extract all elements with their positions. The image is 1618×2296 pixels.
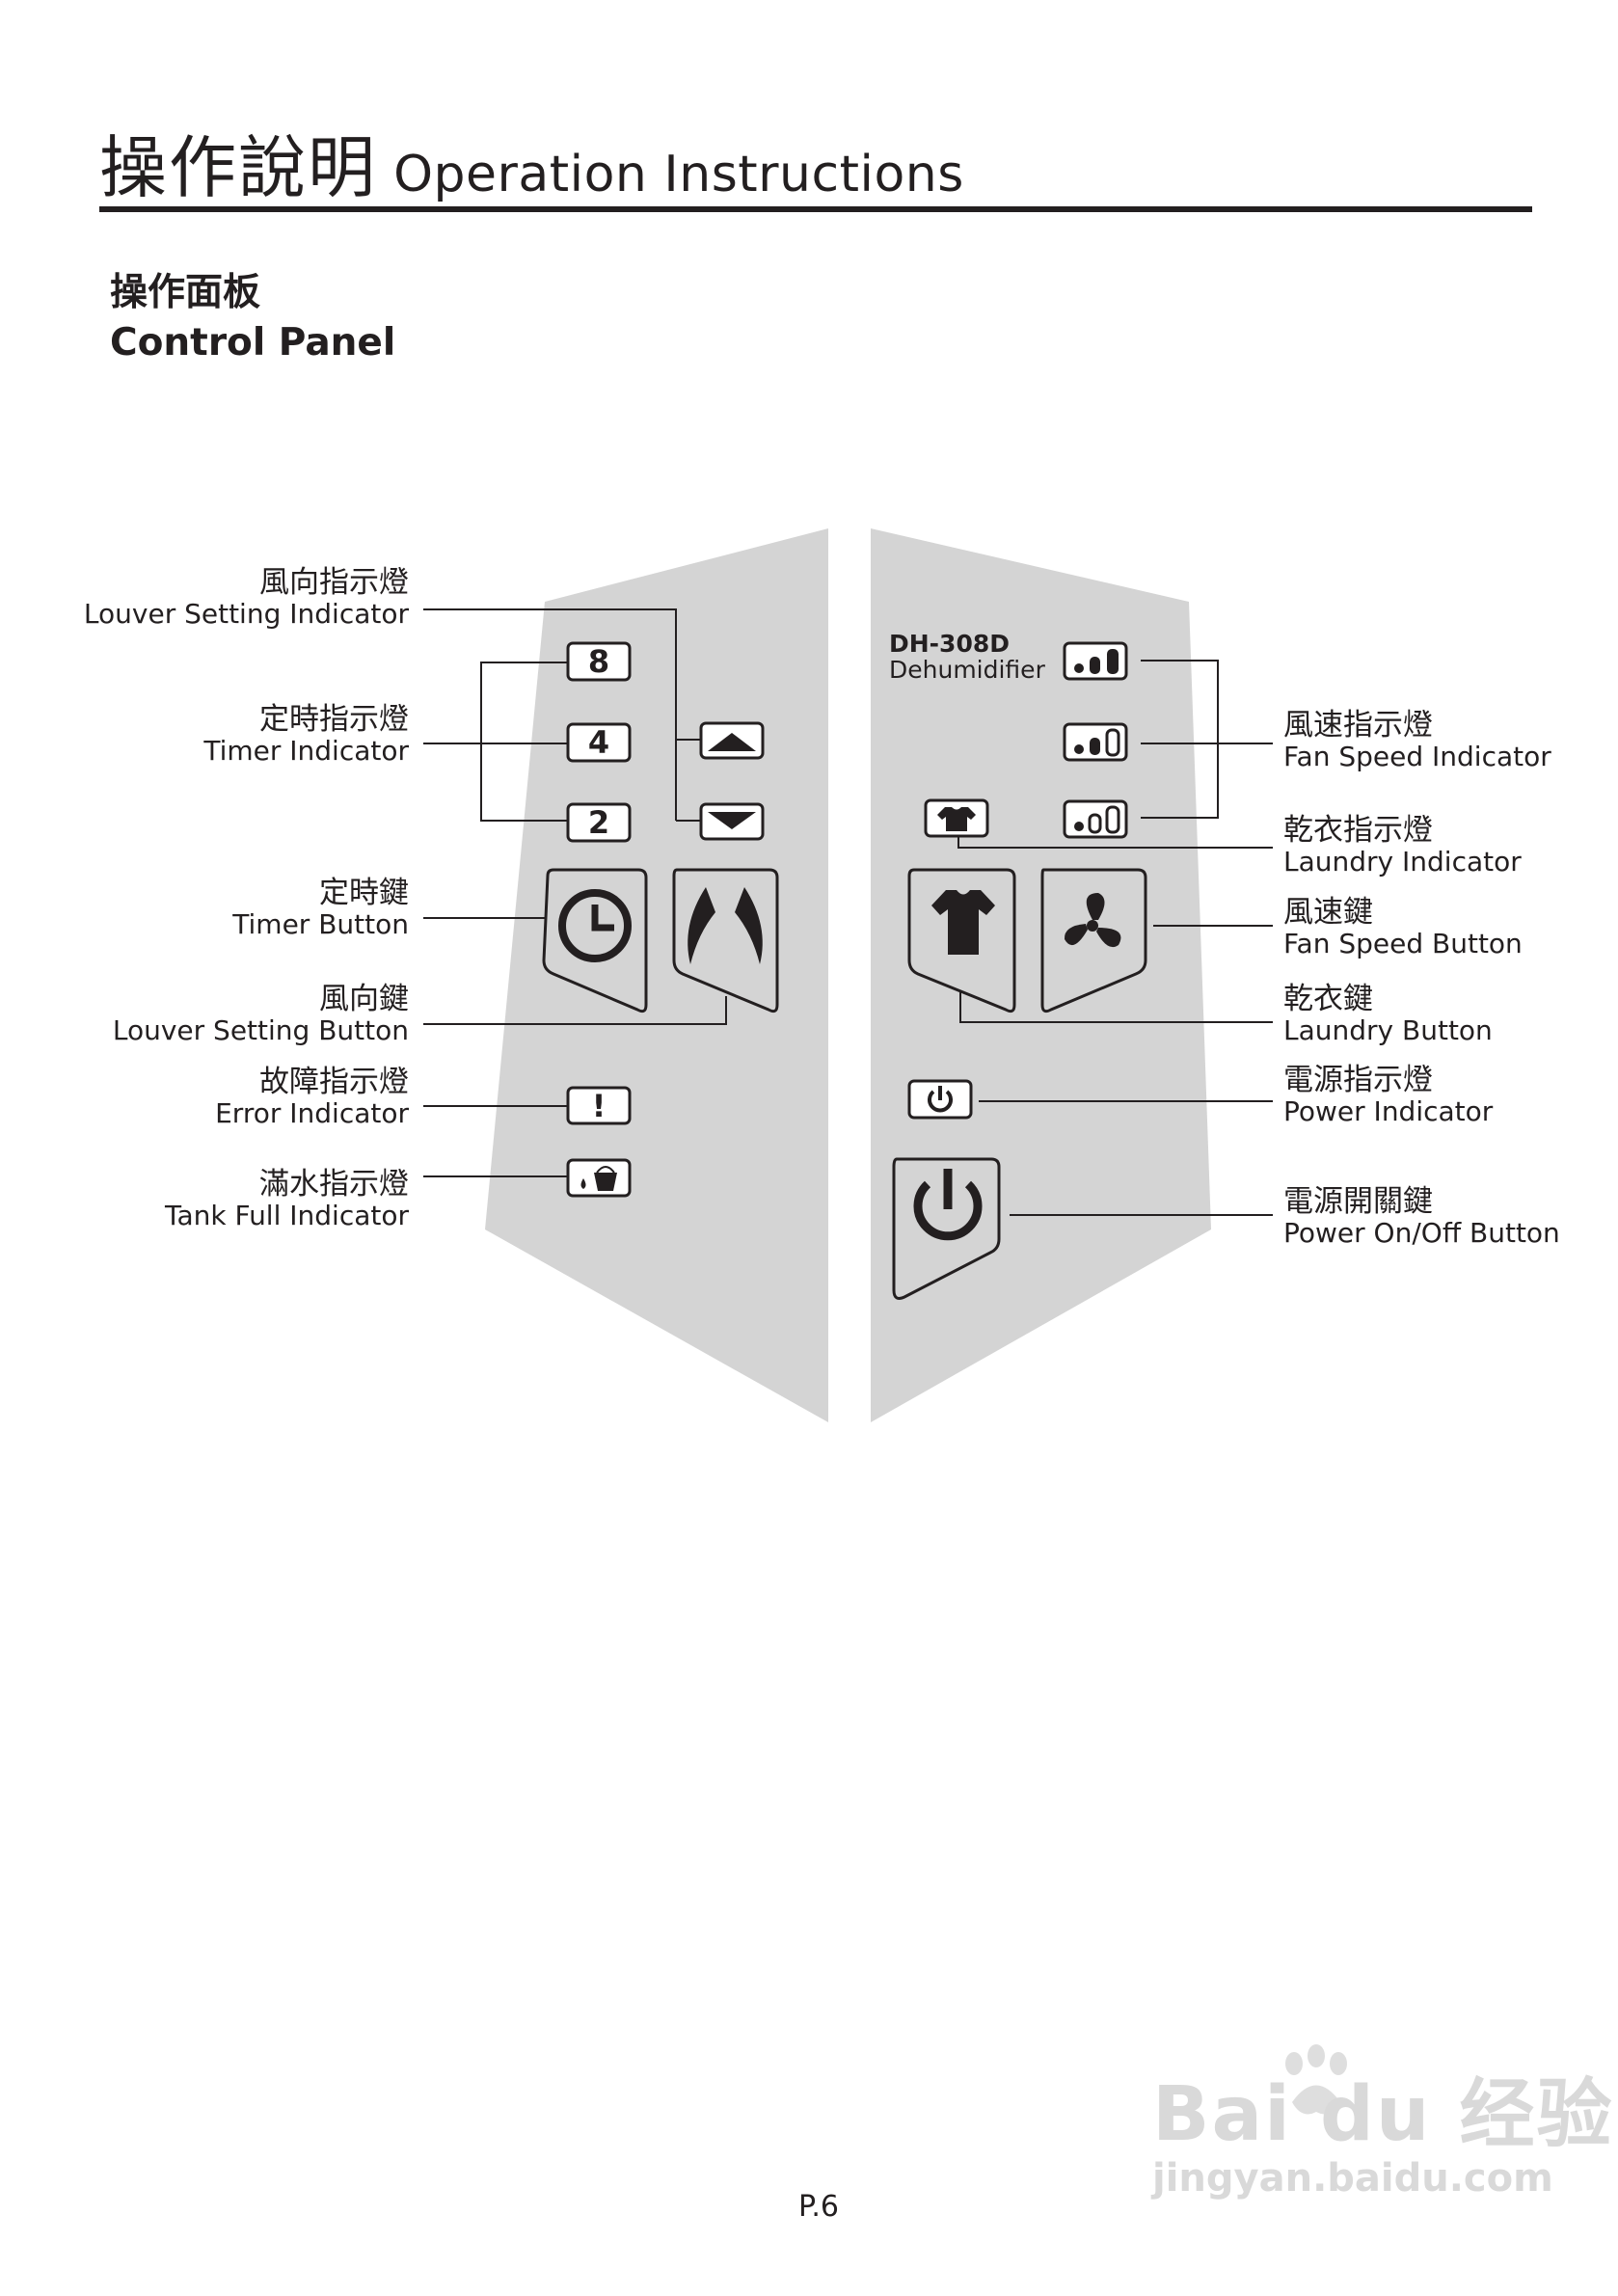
error-icon: ! xyxy=(566,1086,632,1125)
page-title-en: Operation Instructions xyxy=(393,146,964,203)
timer-8-label: 8 xyxy=(588,643,609,680)
callout-timer-button-zh: 定時鍵 xyxy=(319,876,409,910)
callout-power-button: 電源開關鍵 Power On/Off Button xyxy=(1283,1186,1560,1249)
clock-icon xyxy=(558,889,632,962)
fan-speed-button xyxy=(1040,868,1147,1013)
timer-4-icon: 4 xyxy=(566,722,632,763)
page-title-zh: 操作說明 xyxy=(99,128,377,207)
leader-louver-indicator xyxy=(423,608,701,741)
callout-fan-speed-button-zh: 風速鍵 xyxy=(1283,895,1373,930)
timer-8-icon: 8 xyxy=(566,641,632,682)
leader-laundry-button xyxy=(959,992,1273,1023)
timer-2-label: 2 xyxy=(588,804,609,841)
laundry-indicator-icon xyxy=(924,798,989,838)
tank-full-icon xyxy=(566,1158,632,1198)
callout-error-indicator: 故障指示燈 Error Indicator xyxy=(215,1067,409,1129)
paw-logo-icon xyxy=(1285,2044,1347,2115)
callout-louver-button-en: Louver Setting Button xyxy=(112,1014,409,1046)
callout-power-button-en: Power On/Off Button xyxy=(1283,1217,1560,1249)
section-title-zh: 操作面板 xyxy=(110,271,261,314)
louver-down-icon xyxy=(699,802,765,841)
watermark-logo: Bai du 经验 xyxy=(1152,2071,1614,2158)
leader-fan-speed-indicator xyxy=(1141,660,1219,819)
callout-louver-button: 風向鍵 Louver Setting Button xyxy=(113,984,409,1046)
louver-icon xyxy=(688,887,763,964)
header-rule xyxy=(99,206,1532,212)
callout-laundry-button-en: Laundry Button xyxy=(1283,1014,1493,1046)
leader-laundry-indicator xyxy=(957,837,1273,849)
section-title-en: Control Panel xyxy=(110,321,396,365)
callout-tank-indicator-en: Tank Full Indicator xyxy=(165,1200,409,1231)
callout-fan-speed-button-en: Fan Speed Button xyxy=(1283,928,1523,959)
callout-fan-speed-button: 風速鍵 Fan Speed Button xyxy=(1283,897,1523,959)
fan-high-icon xyxy=(1063,641,1128,681)
callout-louver-indicator-en: Louver Setting Indicator xyxy=(83,598,409,630)
callout-timer-button-en: Timer Button xyxy=(232,908,409,940)
fan-icon xyxy=(1064,893,1121,948)
watermark-url: jingyan.baidu.com xyxy=(1152,2156,1553,2201)
callout-laundry-indicator-zh: 乾衣指示燈 xyxy=(1283,813,1433,848)
louver-button xyxy=(672,868,779,1013)
callout-louver-indicator-zh: 風向指示燈 xyxy=(259,565,409,600)
error-glyph: ! xyxy=(592,1088,607,1124)
callout-laundry-indicator: 乾衣指示燈 Laundry Indicator xyxy=(1283,815,1522,878)
callout-tank-indicator-zh: 滿水指示燈 xyxy=(259,1167,409,1202)
callout-power-button-zh: 電源開關鍵 xyxy=(1283,1184,1433,1219)
fan-low-icon xyxy=(1063,799,1128,839)
page-number: P.6 xyxy=(797,2190,840,2224)
callout-error-indicator-zh: 故障指示燈 xyxy=(259,1065,409,1099)
callout-timer-indicator-en: Timer Indicator xyxy=(203,735,409,767)
callout-power-indicator-en: Power Indicator xyxy=(1283,1095,1494,1127)
model-label: DH-308D Dehumidifier xyxy=(889,631,1045,683)
callout-laundry-button: 乾衣鍵 Laundry Button xyxy=(1283,984,1493,1046)
model-number: DH-308D xyxy=(889,630,1010,658)
power-icon xyxy=(913,1169,983,1241)
power-indicator-icon xyxy=(907,1079,973,1120)
timer-button xyxy=(542,868,648,1013)
callout-laundry-button-zh: 乾衣鍵 xyxy=(1283,982,1373,1016)
callout-power-indicator-zh: 電源指示燈 xyxy=(1283,1063,1433,1097)
callout-tank-indicator: 滿水指示燈 Tank Full Indicator xyxy=(165,1169,409,1231)
callout-timer-button: 定時鍵 Timer Button xyxy=(232,878,409,940)
callout-timer-indicator-zh: 定時指示燈 xyxy=(259,702,409,737)
timer-4-label: 4 xyxy=(588,724,609,761)
leader-lines-left xyxy=(423,608,727,1177)
callout-louver-button-zh: 風向鍵 xyxy=(319,982,409,1016)
callout-fan-speed-indicator-en: Fan Speed Indicator xyxy=(1283,741,1551,772)
power-button xyxy=(892,1157,1001,1300)
leader-lines-right xyxy=(957,660,1273,1216)
louver-up-icon xyxy=(699,721,765,760)
callout-fan-speed-indicator-zh: 風速指示燈 xyxy=(1283,708,1433,743)
section-heading: 操作面板 Control Panel xyxy=(110,268,395,368)
callout-power-indicator: 電源指示燈 Power Indicator xyxy=(1283,1065,1493,1127)
callout-louver-indicator: 風向指示燈 Louver Setting Indicator xyxy=(84,567,409,630)
laundry-button xyxy=(907,868,1016,1013)
fan-mid-icon xyxy=(1063,722,1128,762)
callout-error-indicator-en: Error Indicator xyxy=(215,1097,409,1129)
leader-louver-button xyxy=(423,996,727,1025)
callout-laundry-indicator-en: Laundry Indicator xyxy=(1283,846,1522,878)
callout-fan-speed-indicator: 風速指示燈 Fan Speed Indicator xyxy=(1283,710,1551,772)
shirt-icon xyxy=(931,890,995,955)
callout-timer-indicator: 定時指示燈 Timer Indicator xyxy=(203,704,409,767)
page-title: 操作說明 Operation Instructions xyxy=(99,114,964,211)
watermark: Bai du 经验 jingyan.baidu.com xyxy=(1152,2054,1614,2201)
timer-2-icon: 2 xyxy=(566,802,632,843)
product-name: Dehumidifier xyxy=(889,656,1045,684)
